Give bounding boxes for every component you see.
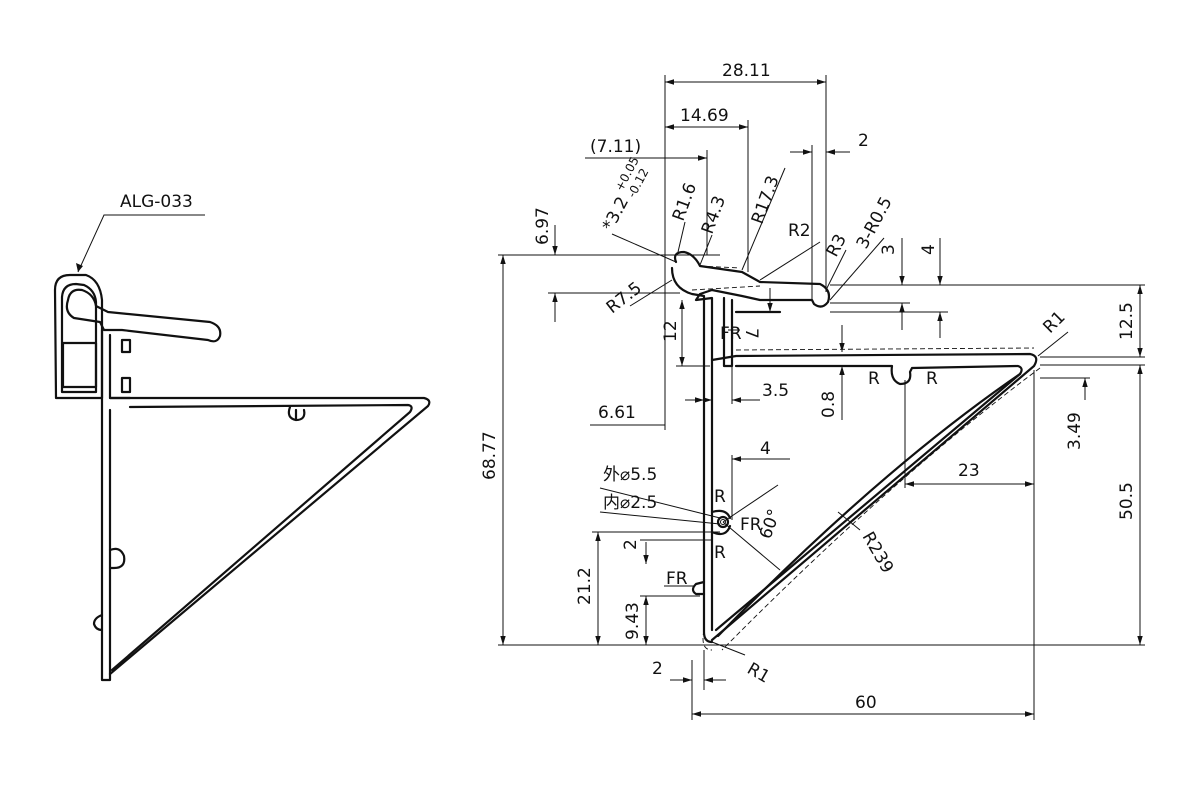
dim-50-5: 50.5	[1117, 482, 1137, 520]
profile-clip-top	[287, 405, 306, 422]
leader-r239	[837, 511, 861, 531]
leader-r1-6	[677, 221, 686, 253]
leader-3-r0-5	[829, 237, 885, 301]
small-profile-view: ALG-033	[53, 192, 431, 682]
profile-clip-low	[92, 613, 104, 632]
dim-r2: R2	[788, 221, 811, 241]
leader-r4-3	[699, 234, 713, 266]
inner-dia-label: 内⌀2.5	[603, 493, 657, 513]
outer-dia-label: 外⌀5.5	[603, 465, 657, 485]
upper-rail-inner	[714, 364, 1023, 632]
dim-r4-3: R4.3	[698, 193, 730, 236]
leader-arrow	[76, 263, 83, 272]
dim-3-5: 3.5	[762, 381, 789, 401]
dim-4-top: 4	[919, 244, 939, 255]
dim-12: 12	[661, 320, 681, 342]
dim-68-77: 68.77	[480, 431, 500, 480]
leader-r1-bot	[711, 641, 746, 656]
leader-inner-dia	[599, 511, 721, 525]
dim-r-dn: R	[714, 543, 726, 563]
dim-60: 60	[855, 693, 877, 713]
dim-r-left: R	[868, 369, 880, 389]
dim-4-mid: 4	[760, 439, 771, 459]
profile-small-slots	[120, 338, 132, 394]
dim-2-bot: 2	[652, 659, 663, 679]
angle-60-ray	[722, 484, 779, 523]
profile-head-box	[53, 273, 104, 400]
main-profile-view	[670, 250, 1041, 651]
fr-slot	[722, 296, 734, 368]
leader-3-2	[611, 233, 677, 263]
dim-r7-5: R7.5	[603, 278, 646, 318]
outer-vertical-wall	[670, 266, 714, 644]
dim-3-2: *3.2	[599, 194, 633, 235]
profile-cavity	[61, 341, 98, 389]
profile-hook	[65, 288, 222, 343]
dim-0-8: 0.8	[819, 391, 839, 418]
upper-rail-dashed	[735, 347, 1035, 351]
dim-7-11: (7.11)	[590, 137, 641, 157]
dim-21-2: 21.2	[575, 567, 595, 605]
dim-r239: R239	[858, 529, 897, 577]
dia-hole-outer	[716, 515, 730, 529]
dim-2-mid: 2	[621, 539, 641, 550]
leader-r17-3	[741, 167, 786, 271]
dim-r1-top: R1	[1039, 307, 1069, 337]
dim-r1-6: R1.6	[669, 180, 701, 223]
dim-r3: R3	[823, 231, 851, 260]
angle-60-ray-2	[722, 521, 781, 571]
dimension-labels: 28.11 14.69 (7.11) 2 6.97 *3.2 +0.05 -0.…	[480, 61, 1137, 713]
fr-label-3: FR	[666, 569, 688, 589]
dim-6-97: 6.97	[533, 207, 553, 245]
leader-r3	[825, 249, 847, 291]
head-hook-outline	[673, 250, 831, 362]
dim-12-5: 12.5	[1117, 302, 1137, 340]
dim-60deg: 60°	[756, 507, 785, 542]
dim-r1-bot: R1	[744, 659, 774, 688]
dim-r-up: R	[714, 487, 726, 507]
dim-7: 7	[741, 328, 761, 339]
dim-6-61: 6.61	[598, 403, 636, 423]
fr-label-2: FR	[740, 515, 762, 535]
dim-28-11: 28.11	[722, 61, 771, 81]
dim-23: 23	[958, 461, 980, 481]
dim-r17-3: R17.3	[748, 173, 784, 227]
fr-label-1: FR	[720, 324, 742, 344]
outline-dashed	[691, 265, 761, 651]
upper-rail	[710, 352, 1038, 642]
dim-3-r0-5: 3-R0.5	[853, 194, 897, 253]
dim-r-right: R	[926, 369, 938, 389]
leader-r2	[759, 241, 821, 281]
profile-clip-mid	[108, 547, 126, 570]
dimension-lines	[498, 75, 1145, 720]
profile-code-leader	[77, 214, 205, 273]
leader-r1-top	[1037, 331, 1069, 357]
dia-hole-inner	[720, 519, 726, 525]
dim-3-2-group: *3.2 +0.05 -0.12	[599, 154, 652, 235]
profile-vertical-wall	[100, 328, 112, 682]
dim-14-69: 14.69	[680, 106, 729, 126]
dim-3: 3	[879, 244, 899, 255]
dim-3-49: 3.49	[1065, 412, 1085, 450]
profile-inner-curve	[110, 403, 413, 672]
profile-upper-wall	[108, 333, 132, 400]
fr-lower-notch	[691, 580, 706, 596]
leader-outer-dia	[599, 487, 721, 519]
dim-9-43: 9.43	[623, 602, 643, 640]
profile-top-rail	[108, 396, 431, 676]
dim-2-top: 2	[858, 131, 869, 151]
curved-wall-dashed	[721, 367, 1041, 651]
leader-r7-5	[629, 279, 673, 307]
profile-code-label: ALG-033	[120, 192, 193, 212]
curved-wall	[716, 372, 1022, 638]
